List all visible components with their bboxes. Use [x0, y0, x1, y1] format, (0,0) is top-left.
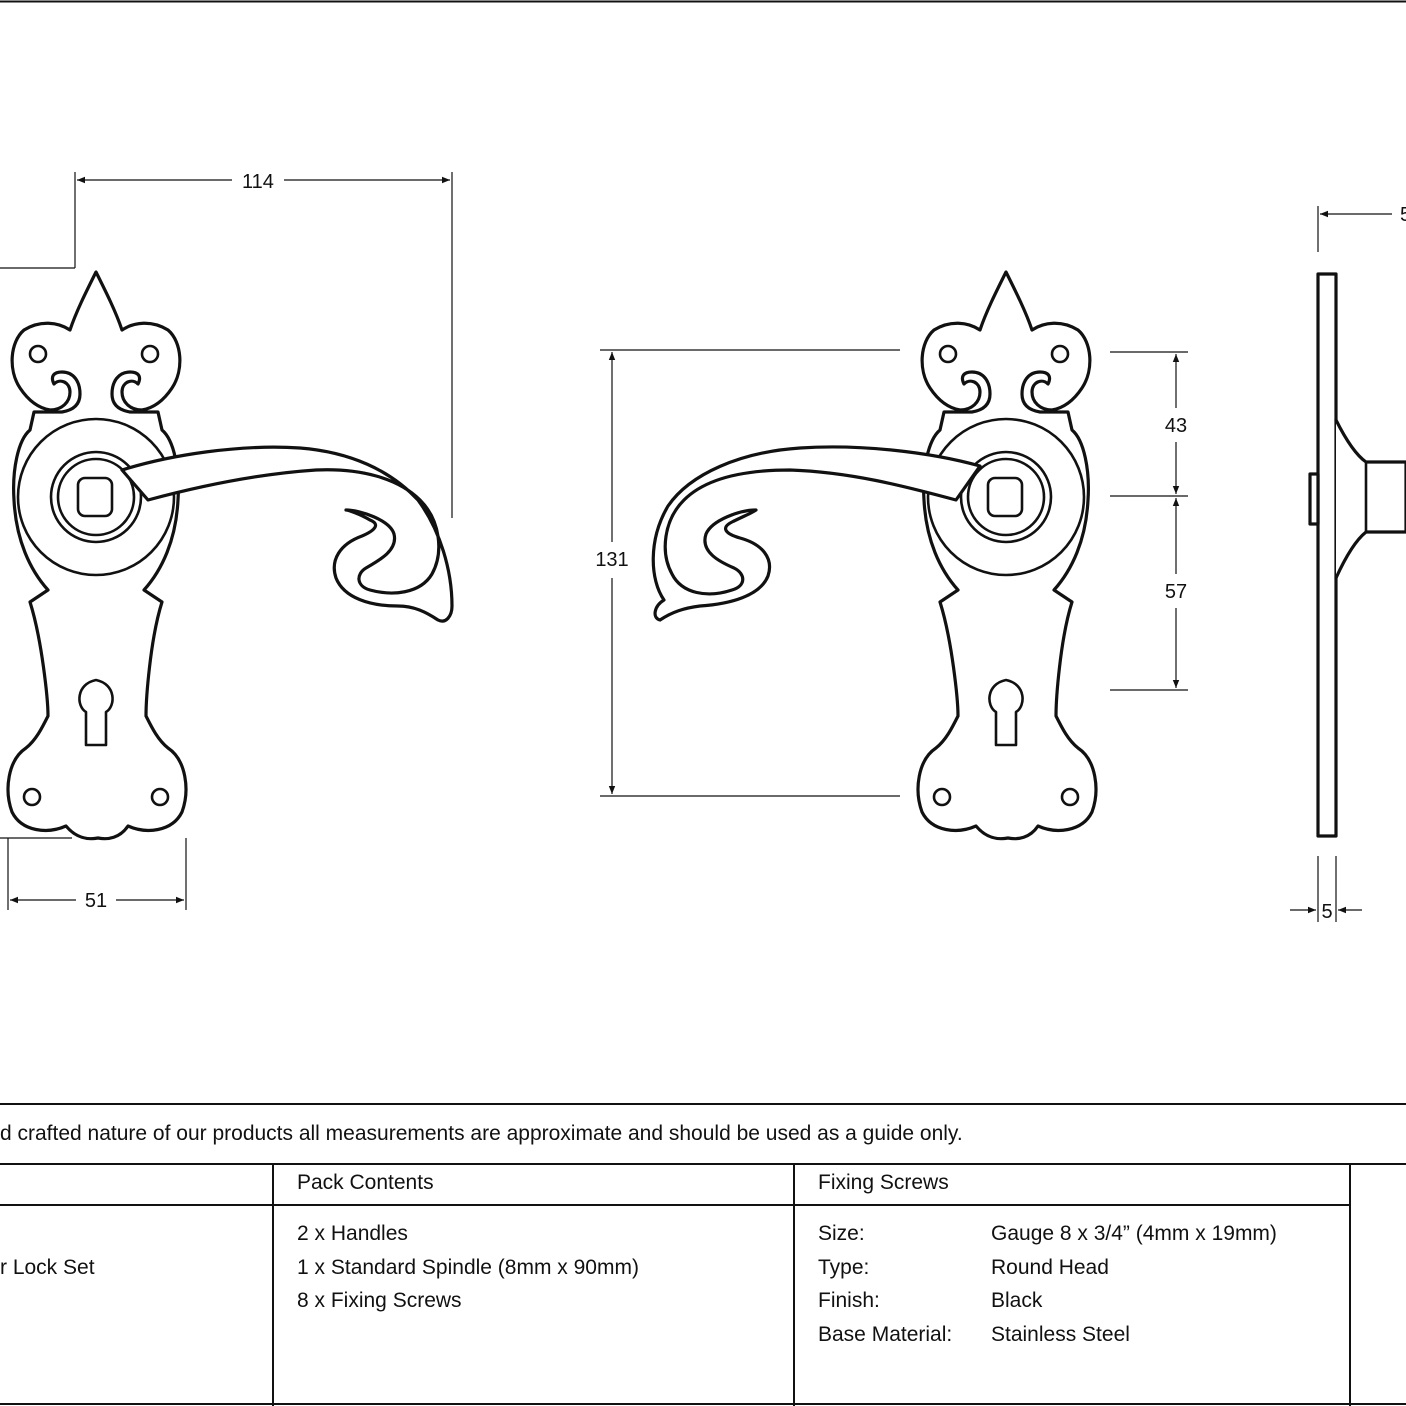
table-col-divider-2 — [793, 1164, 795, 1406]
dim-plate-thickness: 5 — [1321, 901, 1332, 923]
screw-finish-label: Finish: — [818, 1289, 880, 1312]
table-col-divider-1 — [272, 1164, 274, 1406]
screw-material-label: Base Material: — [818, 1323, 953, 1346]
dim-projection-partial: 5 — [1400, 204, 1406, 226]
dim-width-top: 114 — [242, 171, 274, 193]
pack-contents-item: 1 x Standard Spindle (8mm x 90mm) — [297, 1256, 639, 1279]
screw-material-value: Stainless Steel — [991, 1323, 1130, 1346]
product-name-value: r Lock Set — [0, 1256, 95, 1279]
pack-contents-header: Pack Contents — [297, 1171, 434, 1194]
dim-width-base: 51 — [85, 890, 107, 912]
table-col-divider-3 — [1349, 1164, 1351, 1406]
disclaimer-text: d crafted nature of our products all mea… — [0, 1122, 963, 1145]
screw-size-label: Size: — [818, 1222, 865, 1245]
table-header-divider — [0, 1204, 1350, 1206]
pack-contents-item: 8 x Fixing Screws — [297, 1289, 462, 1312]
side-profile-view: 5 5 — [1290, 204, 1406, 923]
fixing-screws-header: Fixing Screws — [818, 1171, 949, 1194]
middle-handle-view: 131 43 57 — [595, 270, 1188, 841]
dim-height-total: 131 — [595, 549, 628, 571]
dim-upper-to-spindle: 43 — [1165, 415, 1187, 437]
pack-contents-item: 2 x Handles — [297, 1222, 408, 1245]
screw-type-value: Round Head — [991, 1256, 1109, 1279]
table-divider — [0, 1163, 1406, 1165]
screw-type-label: Type: — [818, 1256, 870, 1279]
screw-finish-value: Black — [991, 1289, 1043, 1312]
dim-spindle-to-keyhole: 57 — [1165, 581, 1187, 603]
left-handle-view: 114 51 — [0, 171, 454, 912]
screw-size-value: Gauge 8 x 3/4” (4mm x 19mm) — [991, 1222, 1277, 1245]
table-top-border — [0, 1103, 1406, 1105]
table-bottom-border — [0, 1403, 1406, 1405]
